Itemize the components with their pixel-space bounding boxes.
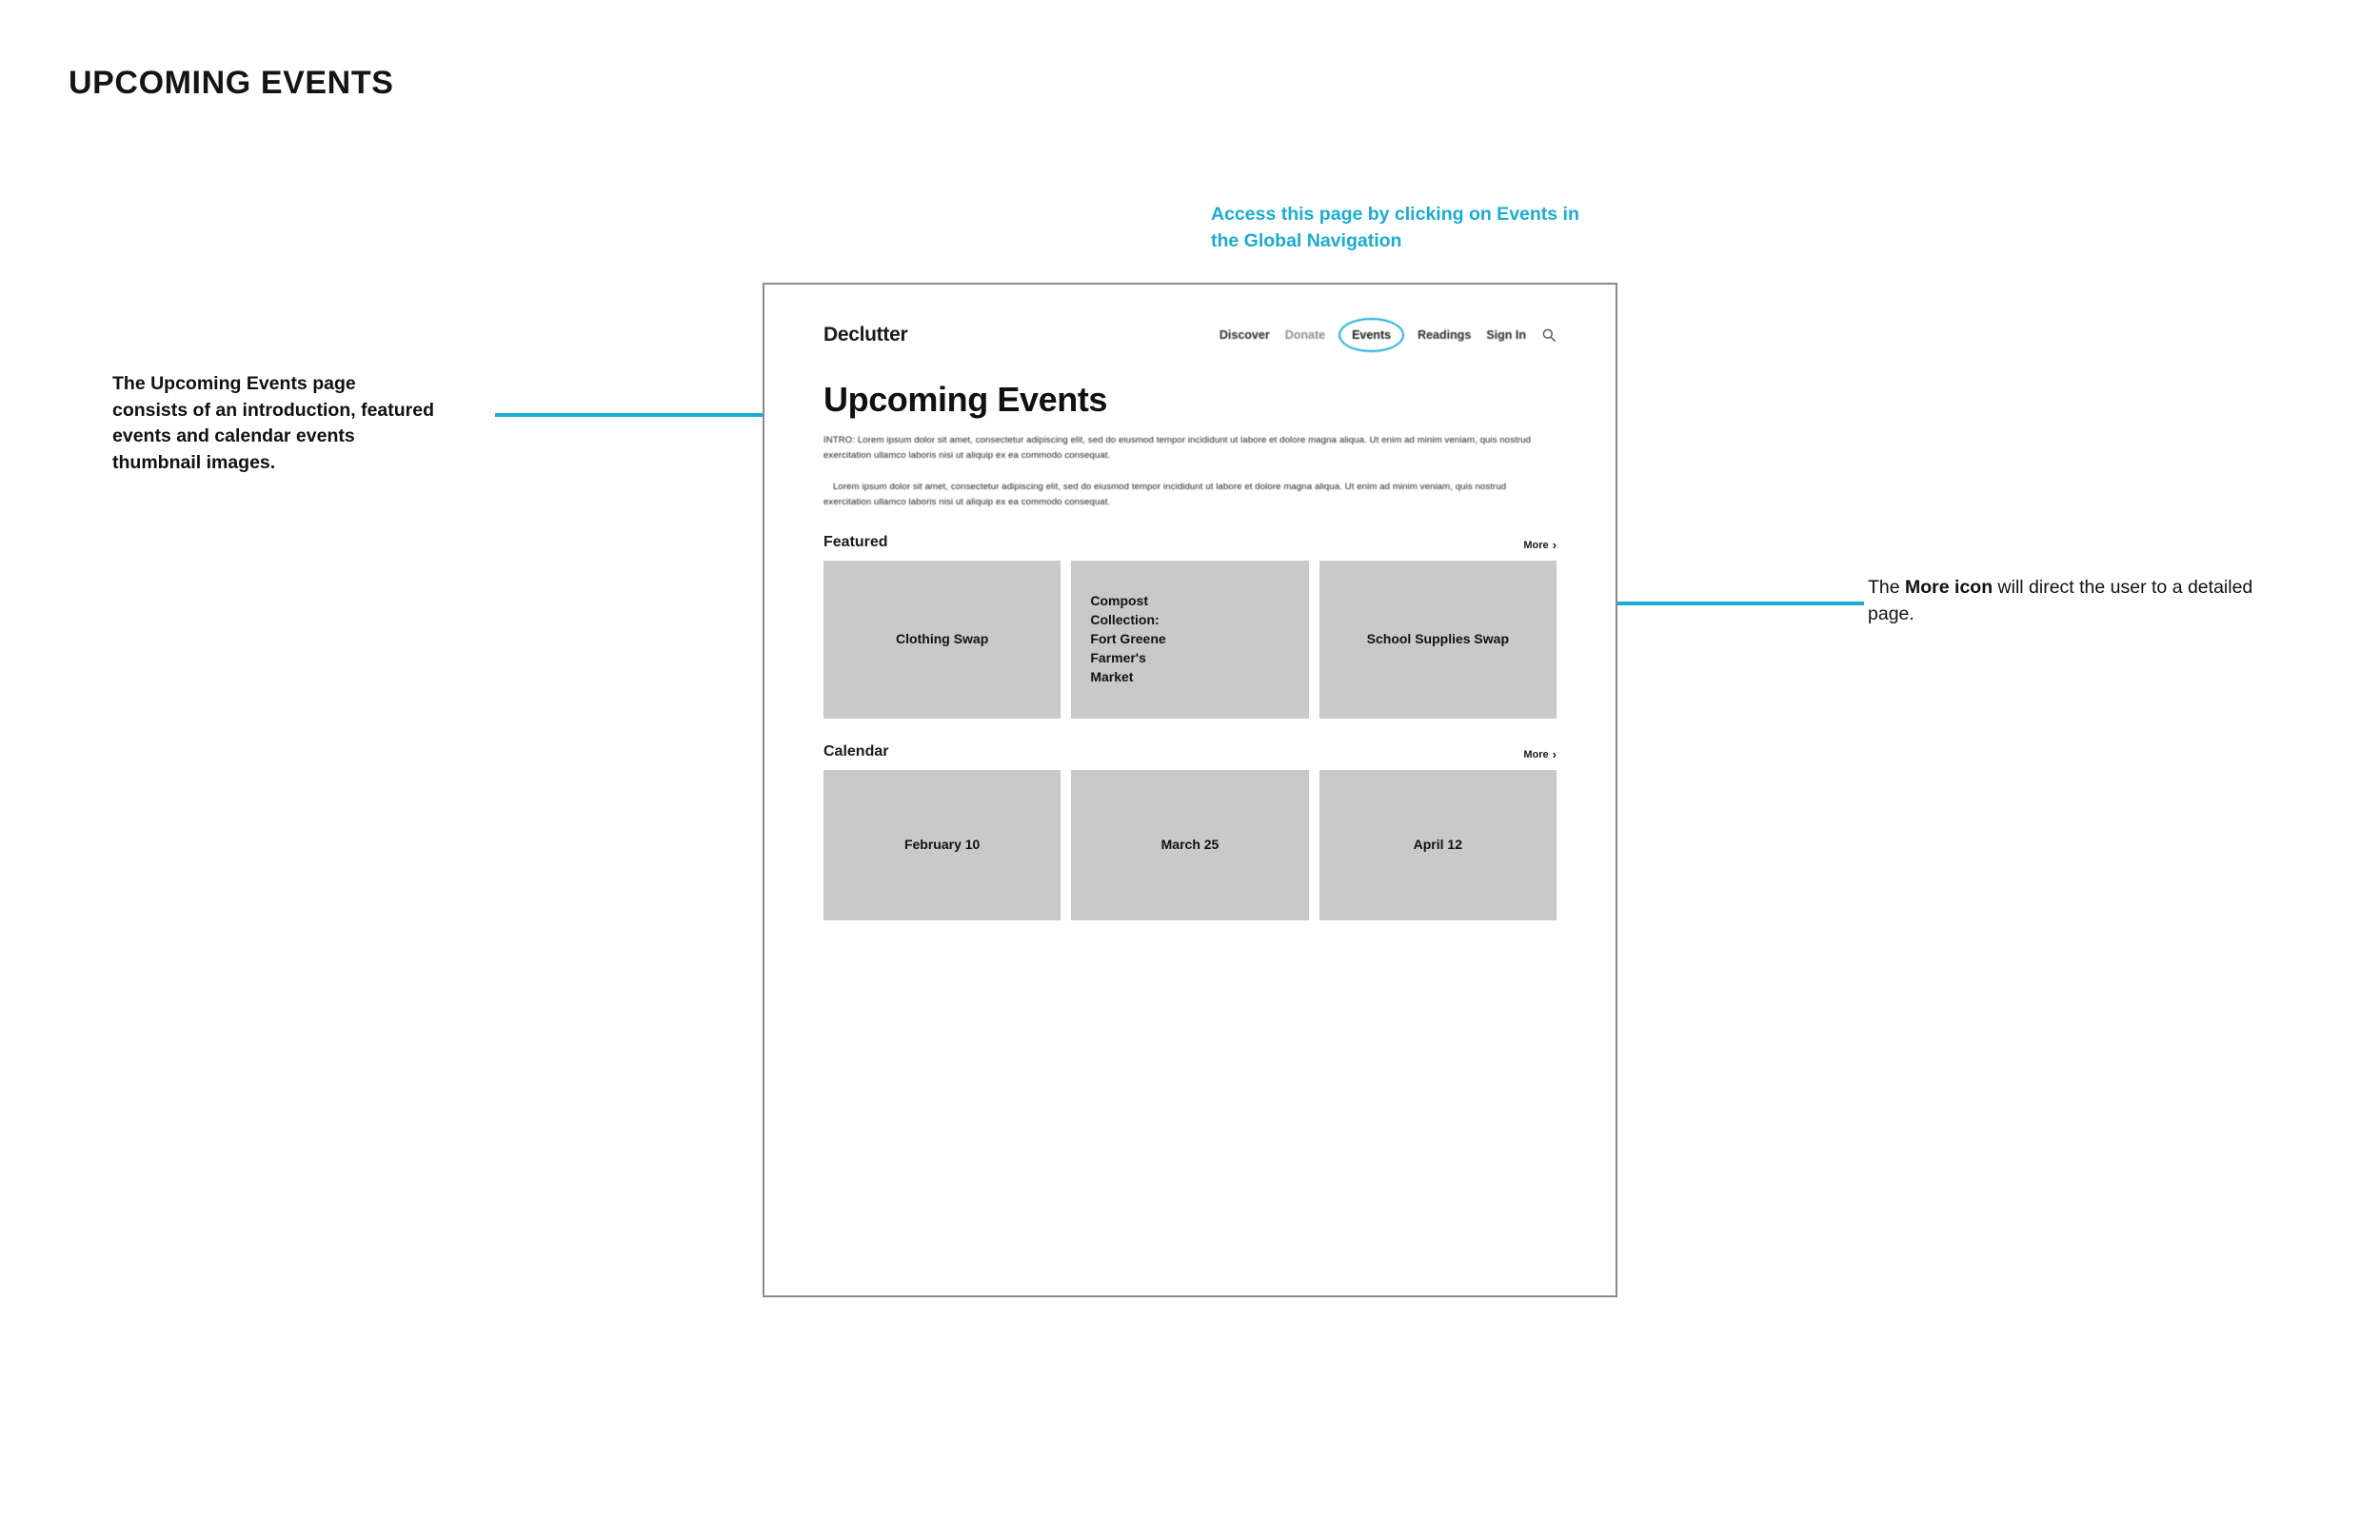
chevron-right-icon: ›	[1552, 747, 1557, 762]
site-logo[interactable]: Declutter	[823, 324, 908, 346]
connector-line-right	[1567, 602, 1864, 605]
nav-item-readings[interactable]: Readings	[1418, 328, 1472, 342]
calendar-card-march-25[interactable]: March 25	[1071, 770, 1309, 921]
page-title: UPCOMING EVENTS	[69, 65, 394, 101]
featured-card-grid: Clothing Swap Compost Collection: Fort G…	[823, 561, 1557, 720]
intro-paragraph-2: Lorem ipsum dolor sit amet, consectetur …	[823, 482, 1507, 507]
calendar-more-label: More	[1523, 748, 1549, 760]
featured-more-link[interactable]: More ›	[1523, 539, 1557, 551]
annotation-more-icon-bold: More icon	[1905, 577, 1993, 598]
nav-item-events[interactable]: Events	[1339, 318, 1405, 352]
intro-paragraph-1: INTRO: Lorem ipsum dolor sit amet, conse…	[823, 435, 1532, 461]
nav-item-donate[interactable]: Donate	[1284, 328, 1326, 342]
calendar-card-grid: February 10 March 25 April 12	[823, 770, 1557, 921]
annotation-global-navigation: Access this page by clicking on Events i…	[1211, 204, 1579, 251]
calendar-section-header: Calendar More ›	[823, 743, 1557, 760]
featured-card-label: School Supplies Swap	[1366, 631, 1509, 647]
annotation-more-icon-prefix: The	[1868, 577, 1906, 598]
featured-card-label: Compost Collection: Fort Greene Farmer's…	[1090, 593, 1166, 684]
featured-card-clothing-swap[interactable]: Clothing Swap	[823, 561, 1061, 720]
featured-card-compost-collection[interactable]: Compost Collection: Fort Greene Farmer's…	[1071, 561, 1309, 720]
wireframe-page-heading: Upcoming Events	[823, 380, 1108, 419]
featured-more-label: More	[1523, 539, 1549, 551]
search-icon[interactable]	[1541, 327, 1557, 343]
wireframe-frame: Declutter Discover Donate Events Reading…	[763, 283, 1617, 1297]
chevron-right-icon: ›	[1552, 538, 1557, 553]
calendar-card-april-12[interactable]: April 12	[1319, 770, 1557, 921]
calendar-card-label: March 25	[1160, 837, 1220, 853]
featured-section-header: Featured More ›	[823, 534, 1557, 551]
annotation-more-icon-suffix: will direct the user to a detailed page.	[1868, 577, 2253, 624]
calendar-card-label: February 10	[903, 837, 981, 853]
featured-card-school-supplies-swap[interactable]: School Supplies Swap	[1319, 561, 1557, 720]
global-navigation: Declutter Discover Donate Events Reading…	[823, 318, 1557, 352]
nav-items: Discover Donate Events Readings Sign In	[1219, 318, 1557, 352]
featured-card-label: Clothing Swap	[896, 631, 989, 647]
connector-line-left	[495, 413, 764, 417]
calendar-card-february-10[interactable]: February 10	[823, 770, 1061, 921]
calendar-more-link[interactable]: More ›	[1523, 748, 1557, 760]
annotation-more-icon: The More icon will direct the user to a …	[1868, 575, 2268, 627]
annotation-page-structure: The Upcoming Events page consists of an …	[112, 373, 435, 474]
nav-item-sign-in[interactable]: Sign In	[1486, 328, 1526, 342]
calendar-card-label: April 12	[1413, 837, 1462, 853]
nav-item-discover[interactable]: Discover	[1219, 328, 1270, 342]
calendar-section-title: Calendar	[823, 743, 889, 760]
wireframe-content: Declutter Discover Donate Events Reading…	[823, 318, 1557, 921]
featured-section-title: Featured	[823, 534, 888, 551]
